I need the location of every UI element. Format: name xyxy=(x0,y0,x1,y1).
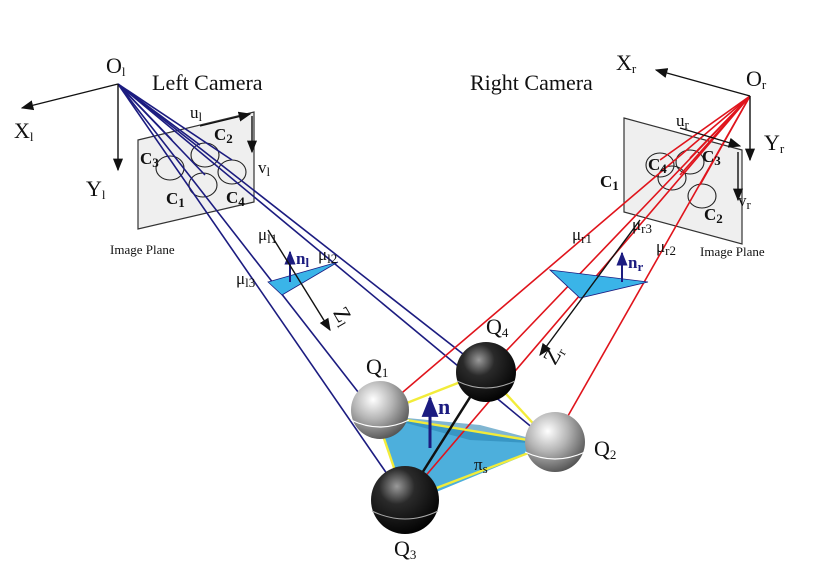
plane-normal-label: n xyxy=(438,394,450,419)
right-rays xyxy=(375,95,751,501)
right-v-label: vr xyxy=(738,191,752,212)
left-x-axis xyxy=(20,83,119,111)
right-z-axis xyxy=(539,219,641,357)
right-image-plane-label: Image Plane xyxy=(700,244,765,259)
right-y-label: Yr xyxy=(764,130,785,156)
right-c1-label: C1 xyxy=(600,172,619,193)
right-x-label: Xr xyxy=(616,50,637,76)
right-c3-label: C3 xyxy=(702,147,721,168)
right-c2-label: C2 xyxy=(704,205,723,226)
right-mu3-label: μr3 xyxy=(632,215,652,236)
left-image-plane xyxy=(137,111,255,230)
left-z-axis xyxy=(267,229,331,332)
left-mu3-label: μl3 xyxy=(236,269,255,290)
left-small-triangle xyxy=(267,261,339,296)
left-image-plane-label: Image Plane xyxy=(110,242,175,257)
left-x-label: Xl xyxy=(14,118,34,144)
left-c3-label: C3 xyxy=(140,149,159,170)
right-image-plane xyxy=(623,117,743,245)
left-c4-label: C4 xyxy=(226,188,245,209)
sphere-q3 xyxy=(371,466,439,534)
right-x-axis xyxy=(654,68,751,97)
sphere-q2 xyxy=(524,412,586,472)
left-v-label: vl xyxy=(258,158,271,179)
plane-name-label: πs xyxy=(474,455,488,476)
q2-label: Q2 xyxy=(594,436,616,462)
left-z-label: Zl xyxy=(327,302,358,330)
left-mu1-label: μl1 xyxy=(258,225,277,246)
right-mu2-label: μr2 xyxy=(656,237,676,258)
q1-label: Q1 xyxy=(366,354,388,380)
right-mu1-label: μr1 xyxy=(572,225,592,246)
left-mu2-label: μl2 xyxy=(318,245,337,266)
right-u-label: ur xyxy=(676,111,690,132)
right-origin-label: Or xyxy=(746,66,767,92)
right-z-label: Zr xyxy=(538,340,570,369)
right-u-axis xyxy=(679,127,742,148)
left-c2-label: C2 xyxy=(214,125,233,146)
left-u-axis xyxy=(199,111,252,127)
right-normal-label: nr xyxy=(628,253,643,274)
left-origin-label: Ol xyxy=(106,53,126,79)
left-c1-label: C1 xyxy=(166,189,185,210)
left-y-label: Yl xyxy=(86,176,106,202)
right-camera-title: Right Camera xyxy=(470,70,593,95)
right-c4-label: C4 xyxy=(648,155,667,176)
left-u-label: ul xyxy=(190,103,203,124)
left-normal-label: nl xyxy=(296,249,309,270)
left-camera-title: Left Camera xyxy=(152,70,263,95)
q4-label: Q4 xyxy=(486,314,509,340)
right-image-circles xyxy=(645,149,717,209)
sphere-q1 xyxy=(350,381,410,439)
q3-label: Q3 xyxy=(394,536,416,562)
sphere-q4 xyxy=(456,342,516,402)
